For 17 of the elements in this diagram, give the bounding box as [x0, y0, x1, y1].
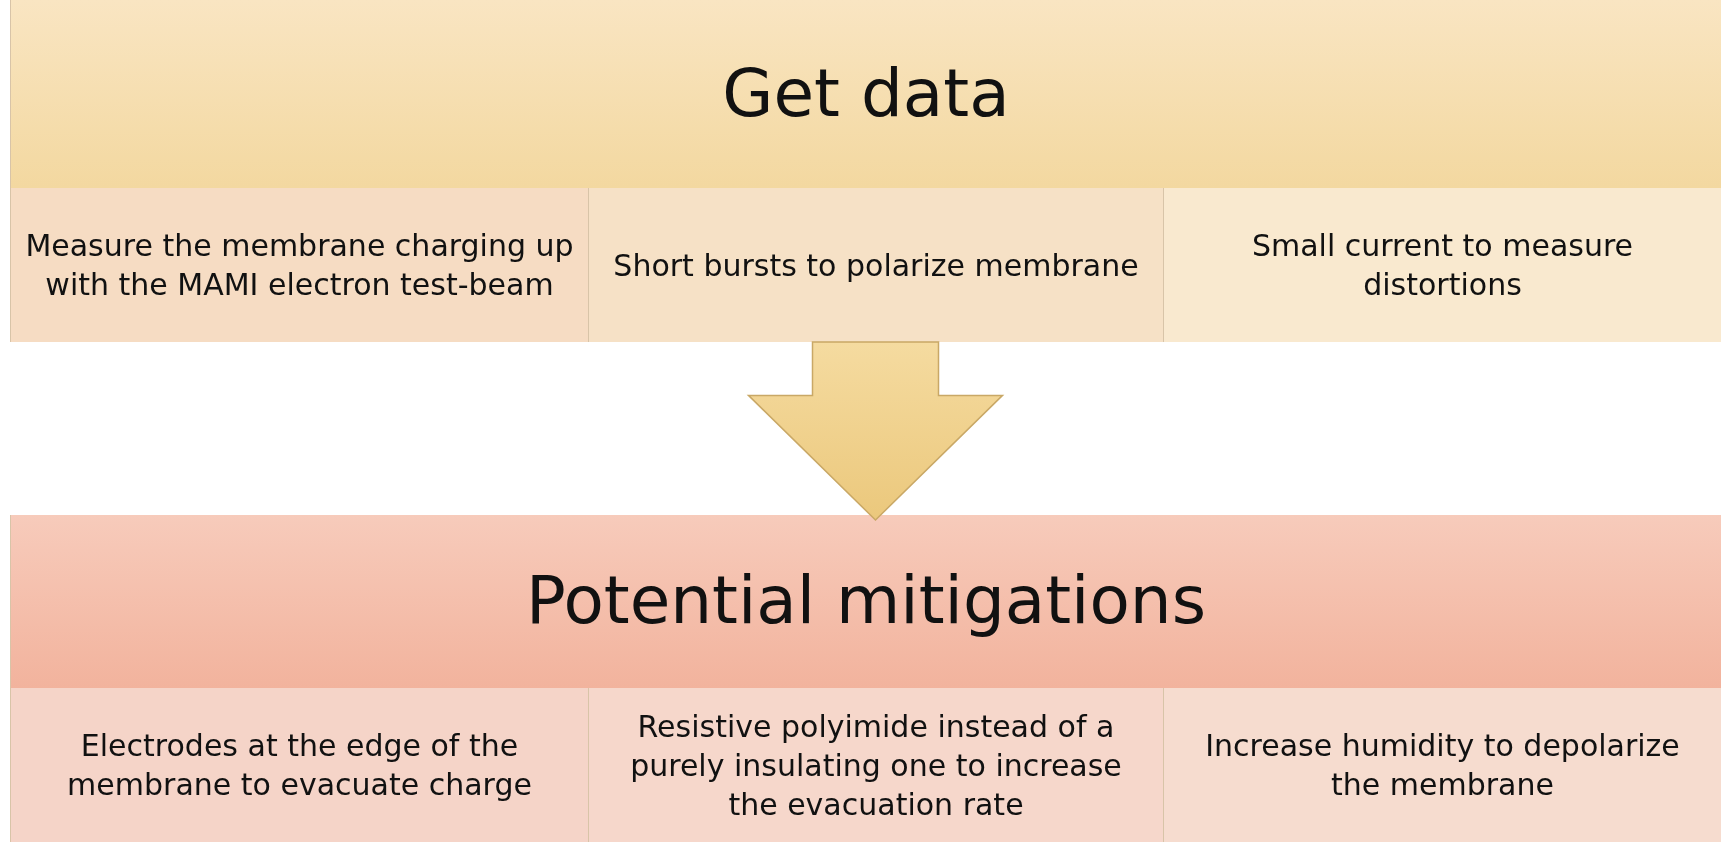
text-panel [1163, 188, 1721, 342]
panel-text: Short bursts to polarize membrane [613, 246, 1139, 285]
panel-text: Resistive polyimide instead of a purely insulating one to increase the evacuation rate [629, 707, 1123, 824]
text-panel [588, 188, 1163, 342]
text-panel [10, 188, 588, 342]
header-band [10, 515, 1721, 688]
heading: Get data [722, 57, 1010, 131]
text-panel [588, 688, 1163, 842]
panel-text: Electrodes at the edge of the membrane to evacuate charge [66, 727, 533, 804]
panel-text: Small current to measure distortions [1250, 227, 1635, 304]
panel-text: Measure the membrane charging up with the MAMI electron test-beam [25, 227, 574, 304]
header-band [10, 0, 1721, 188]
panel-text: Increase humidity to depolarize the membrane [1204, 727, 1681, 804]
text-panel [1163, 688, 1721, 842]
text-panel [10, 688, 588, 842]
heading: Potential mitigations [525, 565, 1207, 638]
block-arrow [746, 341, 1005, 522]
